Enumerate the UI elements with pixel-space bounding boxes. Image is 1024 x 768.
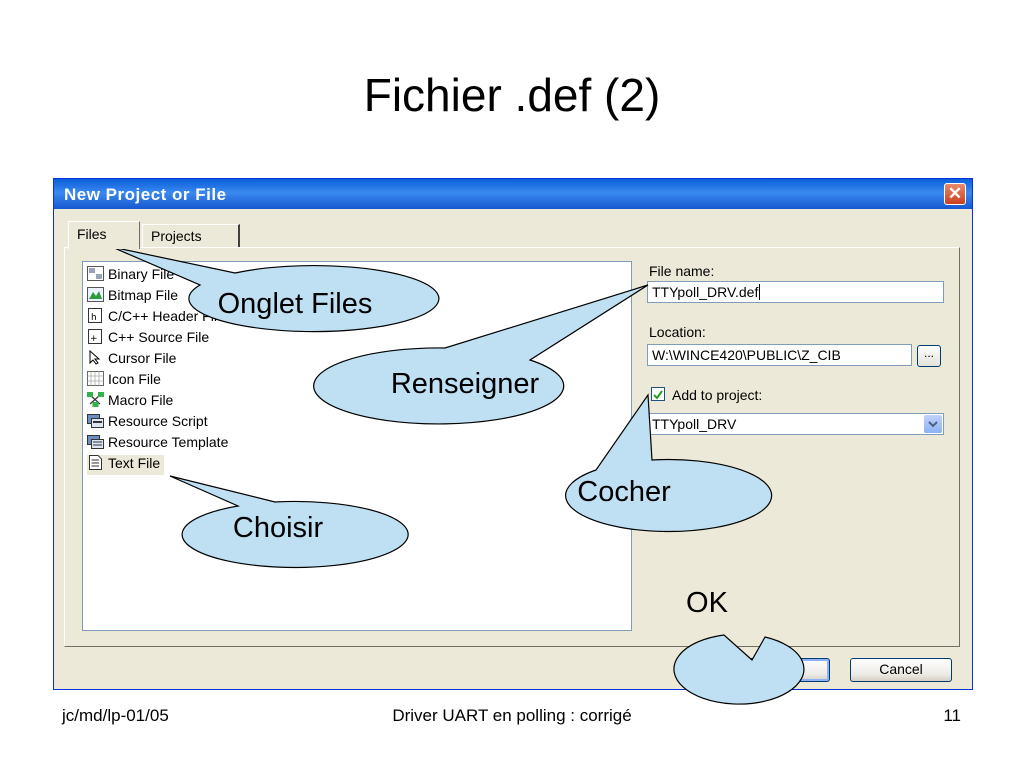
list-item-macro-file[interactable]: Macro File (87, 392, 173, 412)
close-button[interactable]: ✕ (944, 183, 966, 205)
list-item-text-file[interactable]: Text File (87, 455, 165, 475)
cursor-file-icon (89, 350, 101, 365)
callout-renseigner-shape (313, 284, 649, 425)
browse-button[interactable]: ... (917, 345, 941, 367)
footer-center: Driver UART en polling : corrigé (392, 706, 632, 725)
callout-choisir: Choisir (232, 512, 324, 544)
callout-cocher: Cocher (577, 476, 671, 508)
icon-file-icon (87, 371, 104, 386)
add-to-project-label: Add to project: (672, 387, 763, 403)
tab-files[interactable]: Files (68, 221, 140, 249)
list-item-bitmap-file[interactable]: Bitmap File (87, 287, 178, 307)
list-item-cursor-file[interactable]: Cursor File (87, 350, 176, 370)
add-to-project-checkbox[interactable] (651, 387, 665, 401)
callout-ok-shape (673, 634, 805, 705)
slide-title: Fichier .def (2) (363, 69, 661, 121)
cancel-button[interactable]: Cancel (850, 658, 952, 682)
source-file-icon: + (88, 329, 102, 344)
location-input[interactable]: W:\WINCE420\PUBLIC\Z_CIB (647, 344, 912, 366)
close-icon: ✕ (947, 184, 963, 203)
project-select[interactable]: TTYpoll_DRV (647, 413, 944, 435)
list-item-source-file[interactable]: +C++ Source File (87, 329, 209, 349)
list-item-icon-file[interactable]: Icon File (87, 371, 161, 391)
dialog-titlebar[interactable]: New Project or File ✕ (54, 179, 972, 209)
callout-onglet-files: Onglet Files (217, 288, 373, 320)
list-item-resource-script[interactable]: Resource Script (87, 413, 208, 433)
callout-choisir-shape (169, 475, 409, 569)
bitmap-file-icon (87, 287, 104, 302)
file-name-input[interactable]: TTYpoll_DRV.def (647, 281, 944, 303)
dialog-title: New Project or File (64, 185, 227, 204)
binary-file-icon (87, 266, 104, 281)
macro-file-icon (87, 392, 104, 407)
text-file-icon (89, 455, 102, 470)
resource-script-icon (87, 414, 104, 428)
location-label: Location: (649, 324, 706, 340)
callout-ok: OK (686, 587, 728, 619)
tab-panel (64, 247, 960, 647)
check-icon (653, 390, 663, 400)
dropdown-button[interactable] (924, 415, 942, 433)
tab-projects[interactable]: Projects (142, 224, 240, 247)
callout-cocher-shape (565, 393, 773, 533)
chevron-down-icon (928, 421, 938, 428)
svg-text:+: + (90, 334, 98, 344)
file-name-value: TTYpoll_DRV.def (652, 284, 759, 300)
header-file-icon: h (88, 308, 102, 323)
callout-onglet-files-shape (111, 246, 440, 333)
file-name-label: File name: (649, 263, 715, 279)
location-value: W:\WINCE420\PUBLIC\Z_CIB (652, 347, 841, 363)
slide-number: 11 (943, 706, 961, 725)
callout-renseigner: Renseigner (390, 368, 540, 400)
project-select-value: TTYpoll_DRV (652, 416, 737, 432)
footer-left: jc/md/lp-01/05 (62, 706, 169, 725)
resource-template-icon (87, 435, 104, 449)
svg-text:h: h (91, 313, 97, 323)
list-item-binary-file[interactable]: Binary File (87, 266, 174, 286)
list-item-resource-template[interactable]: Resource Template (87, 434, 228, 454)
